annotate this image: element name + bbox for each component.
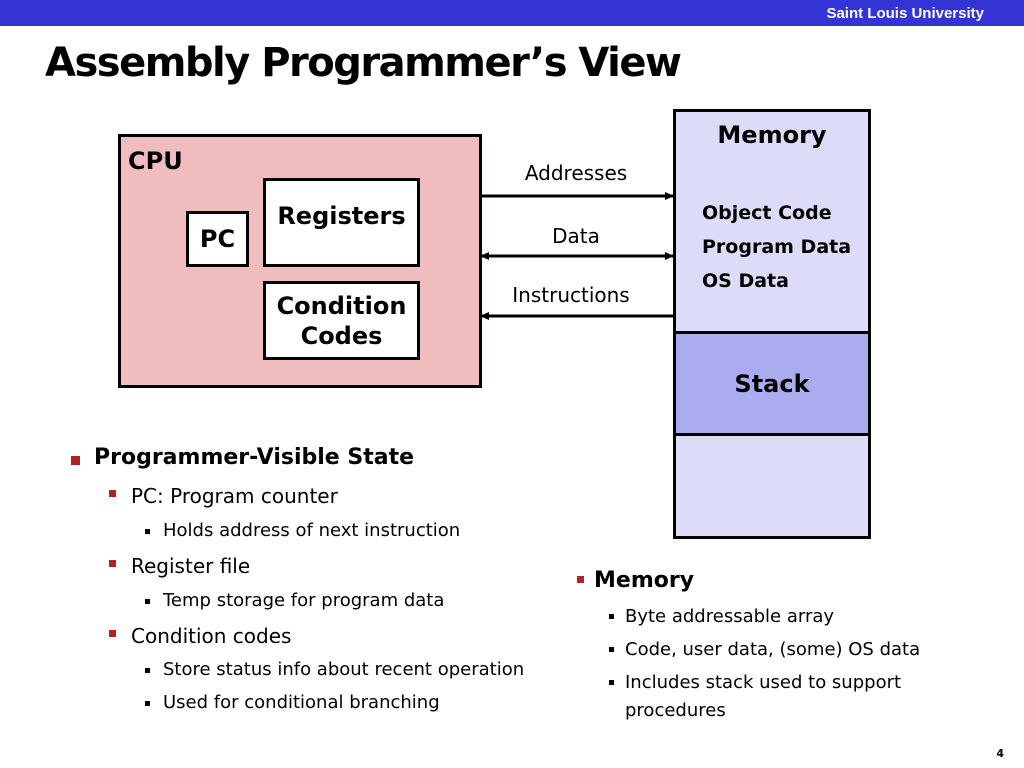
addresses-label: Addresses	[524, 161, 628, 185]
memory-item: Object Code	[702, 202, 832, 224]
registers-box: Registers	[263, 178, 420, 267]
bullet-square-icon	[109, 630, 116, 637]
memory-label: Memory	[717, 121, 827, 149]
bullet-subitem: Holds address of next instruction	[163, 520, 461, 541]
header-bar: Saint Louis University	[0, 0, 1024, 26]
slide-title: Assembly Programmer’s View	[45, 40, 682, 86]
stack-label: Stack	[734, 369, 810, 398]
bullet-subitem: Includes stack used to support	[625, 672, 902, 693]
bullet-subitem: Store status info about recent operation	[163, 659, 525, 680]
bullet-square-icon	[109, 560, 116, 567]
bullet-item: Condition codes	[131, 624, 292, 648]
bullet-square-icon	[609, 680, 614, 685]
instructions-label: Instructions	[512, 283, 630, 307]
bullet-square-icon	[145, 599, 150, 604]
bullet-heading: Memory	[594, 568, 695, 593]
data-label: Data	[552, 224, 600, 248]
page-number: 4	[996, 747, 1004, 760]
memory-contents: Object Code Program Data OS Data	[702, 196, 851, 298]
bullet-subitem: Used for conditional branching	[163, 692, 440, 713]
bullet-square-icon	[609, 614, 614, 619]
bullet-square-icon	[609, 647, 614, 652]
pc-box: PC	[186, 211, 249, 267]
bullet-subitem-continuation: procedures	[625, 700, 726, 721]
bullet-subitem: Byte addressable array	[625, 606, 835, 627]
bullet-subitem: Code, user data, (some) OS data	[625, 639, 921, 660]
bullet-subitem: Temp storage for program data	[163, 590, 445, 611]
bullet-item: Register file	[131, 554, 251, 578]
condition-codes-box: Condition Codes	[263, 281, 420, 360]
bullet-heading: Programmer-Visible State	[94, 445, 415, 470]
bullet-square-icon	[71, 456, 80, 465]
bullet-square-icon	[145, 529, 150, 534]
memory-item: Program Data	[702, 236, 852, 258]
condition-codes-label: Condition Codes	[276, 291, 407, 350]
memory-item: OS Data	[702, 270, 789, 292]
cpu-label: CPU	[128, 147, 183, 175]
registers-label: Registers	[277, 201, 406, 230]
stack-box: Stack	[673, 331, 871, 436]
bullet-square-icon	[109, 490, 116, 497]
pc-label: PC	[199, 225, 236, 253]
memory-free-region	[673, 433, 871, 539]
bullet-item: PC: Program counter	[131, 484, 338, 508]
bullet-square-icon	[145, 668, 150, 673]
bullet-square-icon	[577, 576, 584, 583]
university-name: Saint Louis University	[826, 5, 984, 22]
bullet-square-icon	[145, 701, 150, 706]
